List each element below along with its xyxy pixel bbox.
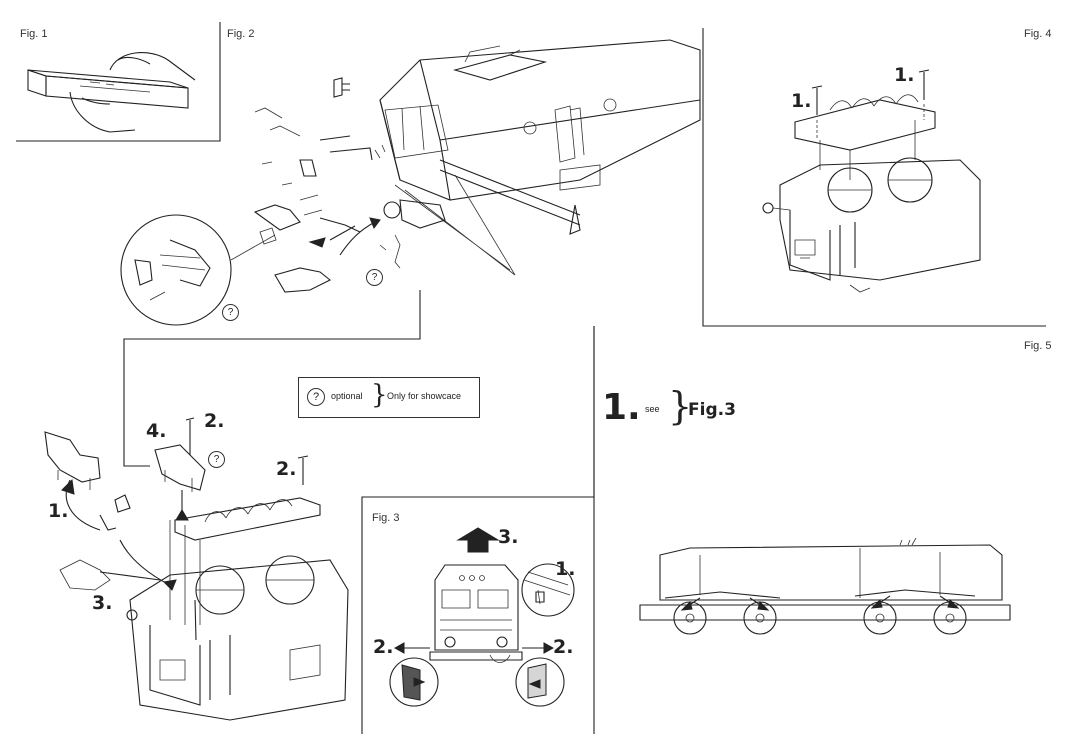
bogie-step-3: 3. (92, 592, 113, 614)
fig5-label: Fig. 5 (1024, 340, 1052, 352)
fig2-label: Fig. 2 (227, 28, 255, 40)
optional-marker-fig2-a: ? (366, 269, 383, 286)
fig5-brace: } (668, 384, 693, 428)
fig4-locomotive-drawing (762, 69, 981, 293)
fig1-box-drawing (27, 52, 196, 133)
fig2-locomotive-drawing (120, 39, 701, 326)
fig3-step-2-left: 2. (373, 636, 394, 658)
fig4-step-1-right: 1. (894, 64, 915, 86)
fig3-step-2-right: 2. (553, 636, 574, 658)
fig5-see-label: see (645, 404, 660, 414)
fig3-label: Fig. 3 (372, 512, 400, 524)
fig5-chassis-drawing (639, 537, 1011, 635)
optional-marker-bogie: ? (208, 451, 225, 468)
bogie-step-2-top: 2. (204, 410, 225, 432)
optional-marker-fig2-b: ? (222, 304, 239, 321)
bogie-step-2-right: 2. (276, 458, 297, 480)
fig5-step-1: 1. (602, 387, 641, 428)
fig1-label: Fig. 1 (20, 28, 48, 40)
showcase-label: Only for showcace (387, 391, 462, 401)
fig3-locomotive-drawing (389, 527, 575, 707)
optional-label: optional (331, 391, 363, 401)
optional-icon: ? (307, 388, 325, 406)
legend-brace: } (371, 380, 388, 410)
fig3-step-1: 1. (555, 558, 576, 580)
bogie-step-4: 4. (146, 420, 167, 442)
bogie-step-1: 1. (48, 500, 69, 522)
fig4-step-1-left: 1. (791, 90, 812, 112)
panel-borders (16, 22, 1046, 734)
fig3-step-3: 3. (498, 526, 519, 548)
legend-box: ? optional } Only for showcace (298, 377, 480, 418)
fig4-label: Fig. 4 (1024, 28, 1052, 40)
fig5-target-fig3: Fig.3 (688, 400, 736, 420)
bogie-exploded-drawing (44, 417, 349, 721)
